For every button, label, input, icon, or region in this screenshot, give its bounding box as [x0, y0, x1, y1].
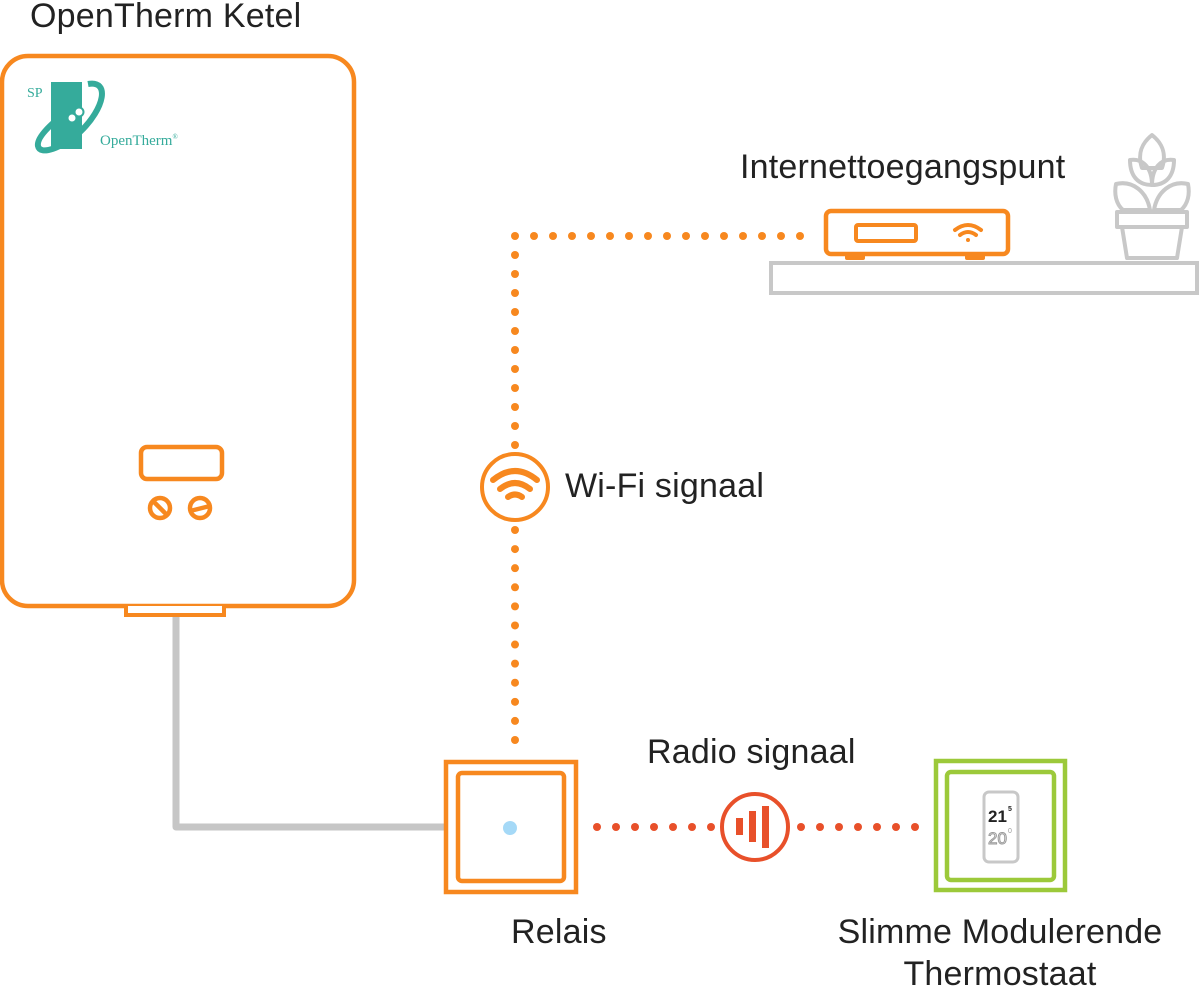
- connector-dot: [625, 232, 633, 240]
- boiler-label: OpenTherm Ketel: [30, 0, 302, 35]
- boiler-knob-right: [187, 495, 213, 521]
- connector-dot: [511, 327, 519, 335]
- connector-dot: [511, 545, 519, 554]
- connector-dot: [511, 621, 519, 630]
- radio-signal-label: Radio signaal: [647, 733, 856, 771]
- connector-dot: [720, 232, 728, 240]
- connector-dot: [796, 232, 804, 240]
- connector-dot: [835, 823, 843, 831]
- wifi-signal-label: Wi-Fi signaal: [565, 467, 765, 505]
- connector-dot: [816, 823, 824, 831]
- connector-dot: [511, 251, 519, 259]
- connector-dot: [911, 823, 919, 831]
- connector-dot: [892, 823, 900, 831]
- connector-dot: [650, 823, 658, 831]
- connector-dot: [854, 823, 862, 831]
- boiler-display: [138, 444, 225, 482]
- radio-dotted-line-left: [593, 823, 715, 831]
- wifi-dotted-line-lower: [511, 526, 519, 744]
- connector-dot: [707, 823, 715, 831]
- thermostat-current-temp: 21: [988, 807, 1007, 826]
- boiler: [0, 53, 357, 617]
- shelf: [769, 261, 1199, 295]
- connector-dot: [511, 422, 519, 430]
- radio-dotted-line-right: [797, 823, 919, 831]
- connector-dot: [688, 823, 696, 831]
- connector-dot: [631, 823, 639, 831]
- connector-dot: [511, 308, 519, 316]
- connector-dot: [511, 441, 519, 449]
- cable-boiler-relay: [172, 616, 446, 831]
- access-point-label: Internettoegangspunt: [740, 148, 1066, 186]
- connector-dot: [530, 232, 538, 240]
- signal-bars-icon: [736, 806, 769, 848]
- connector-dot: [511, 289, 519, 297]
- connector-dot: [511, 678, 519, 687]
- connector-dot: [593, 823, 601, 831]
- opentherm-logo: [35, 80, 105, 154]
- boiler-bottom-connector: [124, 606, 226, 617]
- connector-dot: [511, 564, 519, 573]
- thermostat-label-line2: Thermostaat: [903, 955, 1097, 993]
- relay-device: [443, 759, 579, 895]
- connector-dot: [511, 736, 519, 744]
- thermostat-setpoint: 20: [988, 829, 1007, 848]
- wifi-dotted-line-upper: [511, 251, 519, 449]
- connector-dot: [606, 232, 614, 240]
- connector-dot: [739, 232, 747, 240]
- thermostat-device: [933, 758, 1068, 893]
- connector-dot: [701, 232, 709, 240]
- connector-dot: [511, 365, 519, 373]
- connector-dot: [682, 232, 690, 240]
- connector-dot: [511, 526, 519, 534]
- boiler-knob-left: [147, 495, 173, 521]
- connector-dot: [511, 403, 519, 411]
- relay-led: [503, 821, 517, 835]
- connector-dot: [511, 346, 519, 354]
- connector-dot: [511, 602, 519, 611]
- plant-icon: [1113, 133, 1191, 260]
- connector-dot: [777, 232, 785, 240]
- radio-signal-badge: [720, 792, 790, 862]
- wifi-icon: [490, 468, 540, 500]
- connector-dot: [587, 232, 595, 240]
- connector-dot: [663, 232, 671, 240]
- connector-dot: [568, 232, 576, 240]
- thermostat-setpoint-decimal: 0: [1008, 828, 1012, 835]
- connector-dot: [612, 823, 620, 831]
- connector-dot: [511, 716, 519, 725]
- logo-brand: OpenTherm®: [100, 133, 178, 149]
- connector-dot: [669, 823, 677, 831]
- access-point-device: [823, 208, 1011, 260]
- connector-dot: [511, 697, 519, 706]
- wifi-icon: [953, 223, 983, 242]
- thermostat-current-decimal: 5: [1008, 806, 1012, 813]
- connector-dot: [511, 659, 519, 668]
- connector-dot: [644, 232, 652, 240]
- wifi-signal-badge: [480, 452, 550, 522]
- connector-dot: [758, 232, 766, 240]
- connector-dot: [873, 823, 881, 831]
- connector-dot: [549, 232, 557, 240]
- relay-label: Relais: [511, 913, 607, 951]
- wifi-dotted-line-horizontal: [511, 232, 804, 240]
- connector-dot: [511, 232, 519, 240]
- connector-dot: [511, 270, 519, 278]
- logo-prefix: SP: [27, 86, 43, 101]
- connector-dot: [797, 823, 805, 831]
- connector-dot: [511, 583, 519, 592]
- connector-dot: [511, 640, 519, 649]
- connector-dot: [511, 384, 519, 392]
- thermostat-label-line1: Slimme Modulerende: [837, 913, 1163, 951]
